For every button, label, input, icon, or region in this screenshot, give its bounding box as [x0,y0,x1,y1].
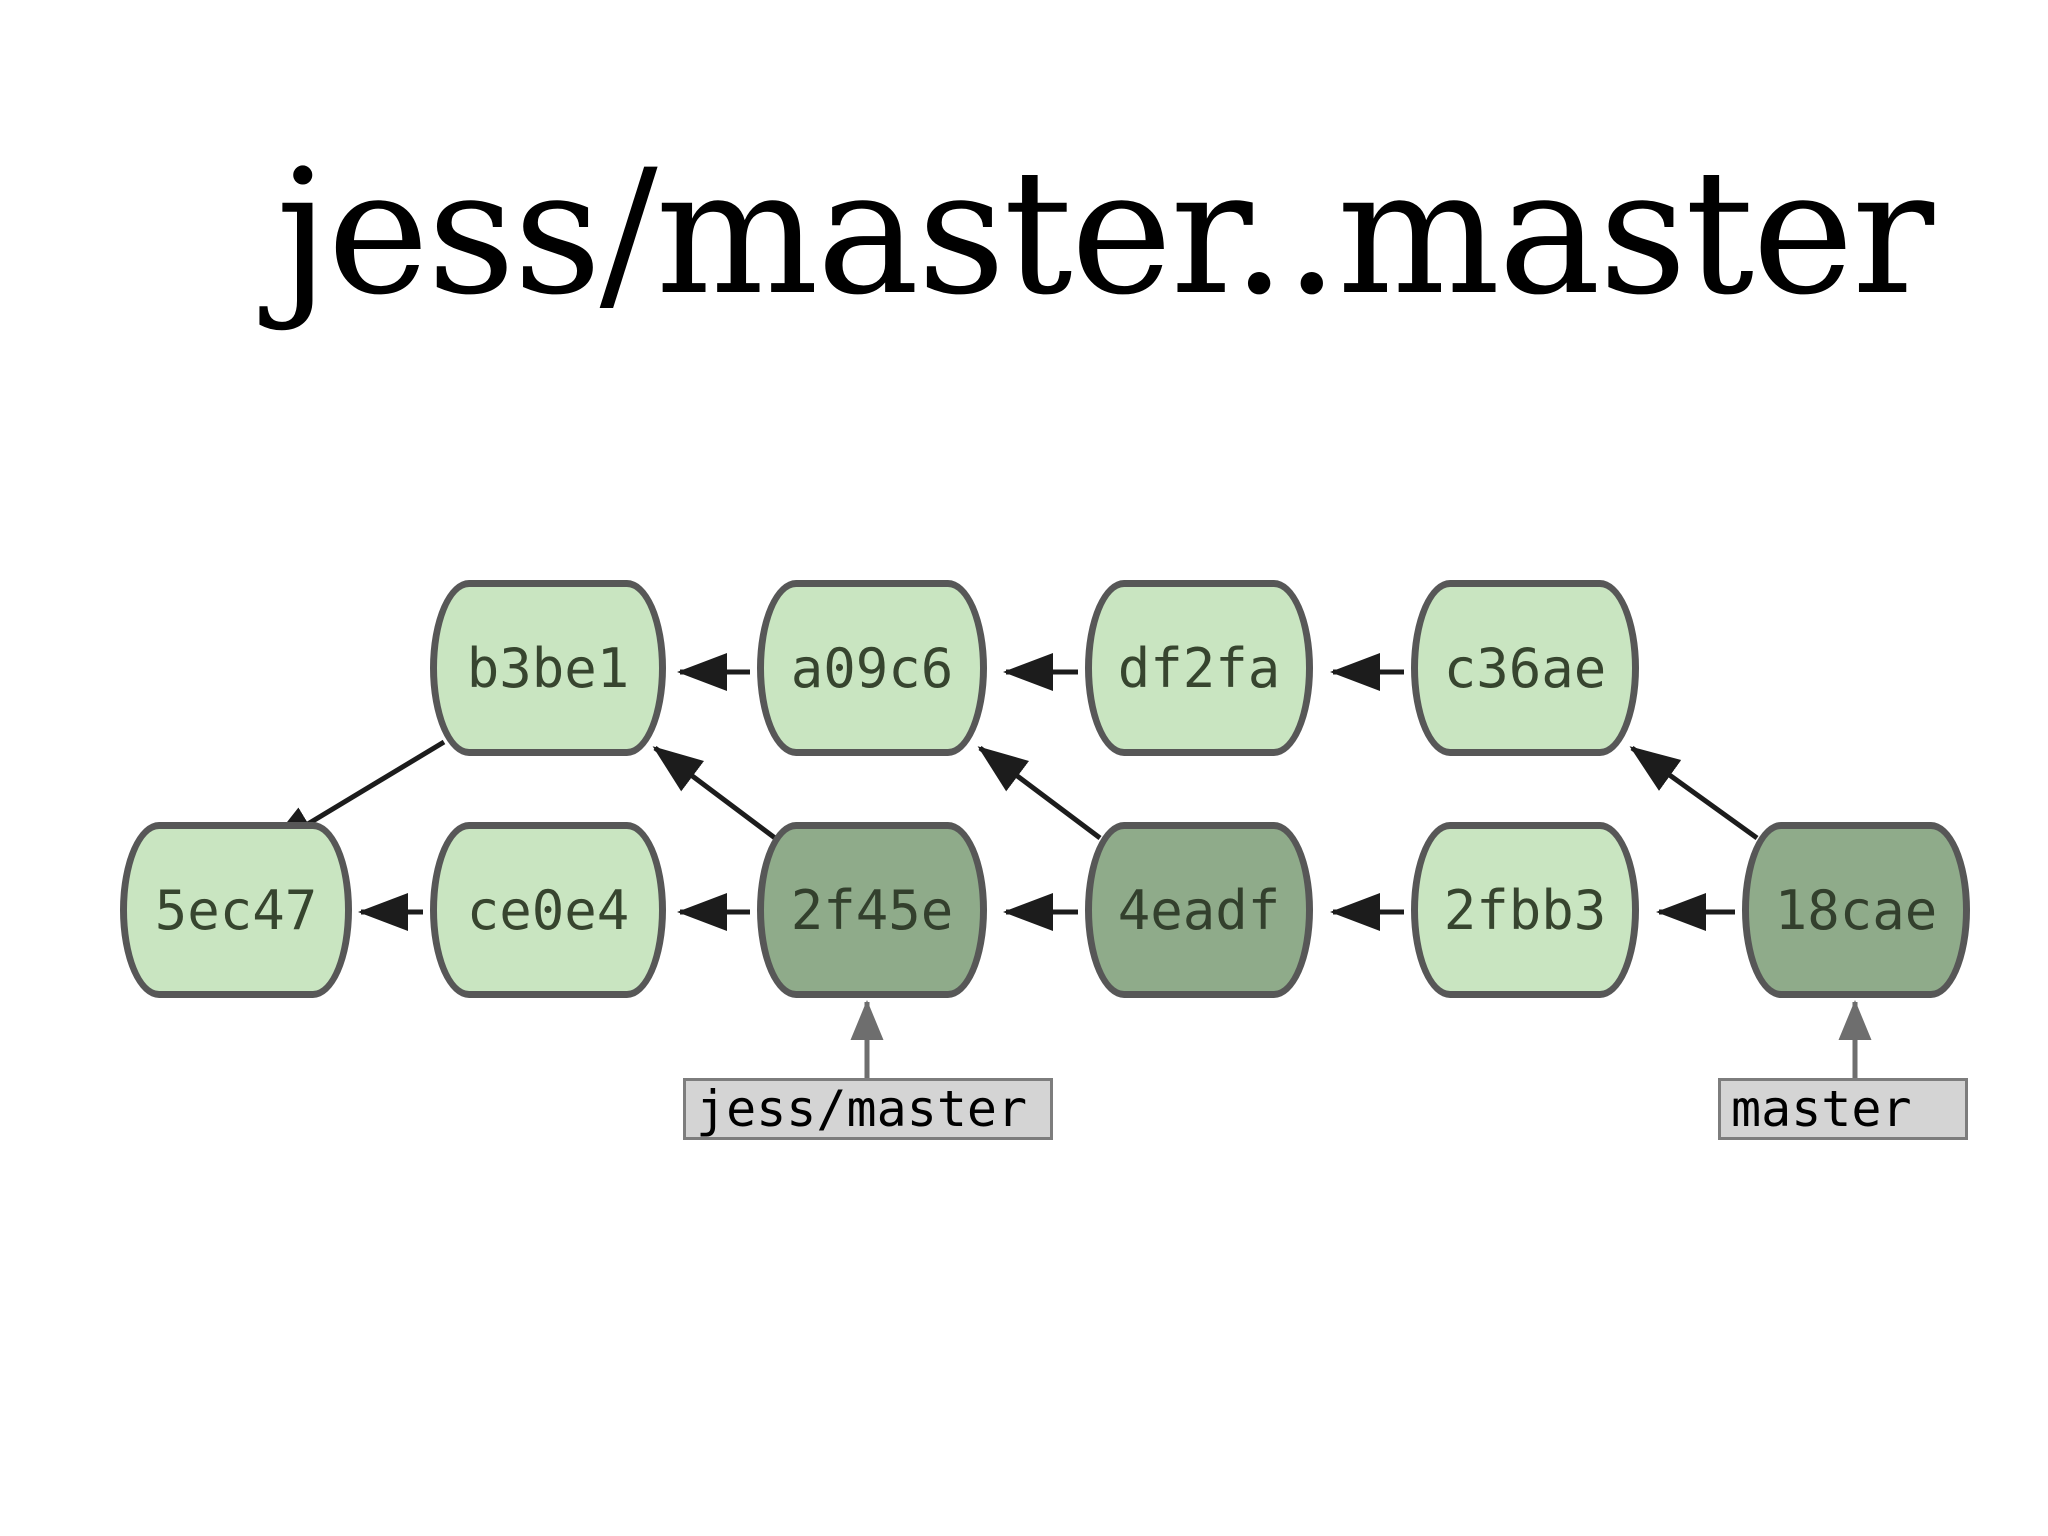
commit-node-c36ae[interactable]: c36ae [1411,580,1639,756]
commit-node-5ec47[interactable]: 5ec47 [120,822,352,998]
commit-node-label: ce0e4 [466,878,630,942]
commit-node-ce0e4[interactable]: ce0e4 [430,822,666,998]
commit-node-b3be1[interactable]: b3be1 [430,580,666,756]
ref-label-jess-master[interactable]: jess/master [683,1078,1053,1140]
edge-4eadf-to-a09c6 [977,746,1102,840]
commit-node-4eadf[interactable]: 4eadf [1085,822,1313,998]
edge-2f45e-to-b3be1 [652,746,777,840]
commit-node-label: 4eadf [1117,878,1281,942]
commit-node-a09c6[interactable]: a09c6 [757,580,987,756]
commit-node-label: 18cae [1774,878,1938,942]
commit-node-2fbb3[interactable]: 2fbb3 [1411,822,1639,998]
commit-node-label: 5ec47 [154,878,318,942]
commit-node-label: c36ae [1443,636,1607,700]
ref-label-text: master [1731,1080,1912,1138]
page-title: jess/master..master [276,132,1934,333]
commit-node-label: 2f45e [790,878,954,942]
commit-node-label: a09c6 [790,636,954,700]
commit-node-18cae[interactable]: 18cae [1742,822,1970,998]
ref-label-text: jess/master [696,1080,1028,1138]
commit-node-label: 2fbb3 [1443,878,1607,942]
edge-18cae-to-c36ae [1629,745,1759,841]
commit-node-df2fa[interactable]: df2fa [1085,580,1313,756]
commit-node-label: b3be1 [466,636,630,700]
commit-node-label: df2fa [1117,636,1281,700]
ref-label-master[interactable]: master [1718,1078,1968,1140]
commit-node-2f45e[interactable]: 2f45e [757,822,987,998]
